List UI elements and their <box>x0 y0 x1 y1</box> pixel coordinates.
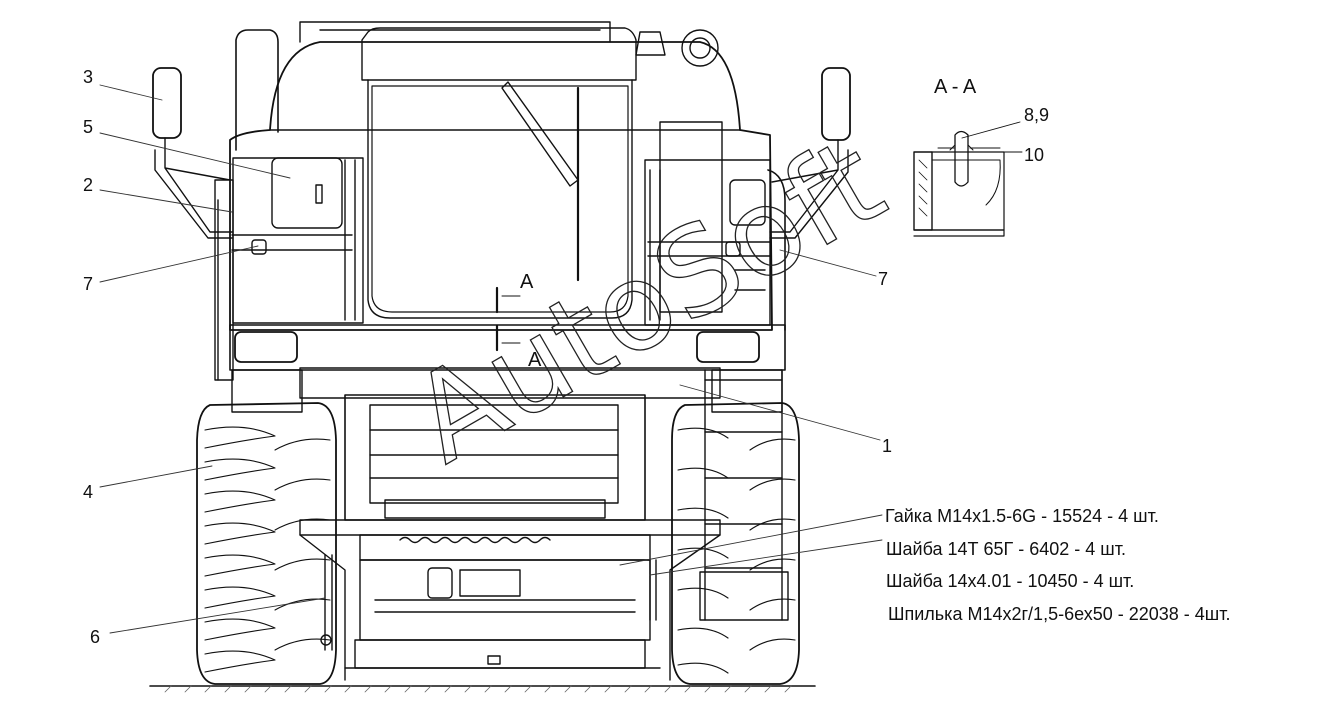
callout-5: 5 <box>83 117 93 137</box>
callout-1: 1 <box>882 436 892 456</box>
section-aa-detail <box>913 121 1023 237</box>
callout-7-left: 7 <box>83 274 93 294</box>
ground-line <box>149 685 816 693</box>
cab <box>361 27 719 319</box>
section-mark-top: A <box>520 271 534 293</box>
left-handrail <box>231 29 356 321</box>
right-handrail <box>647 169 786 331</box>
watermark: AutoSoft <box>390 112 906 490</box>
left-rear-tire <box>196 402 337 685</box>
right-ladder <box>699 369 789 621</box>
section-cut-marks <box>495 286 521 352</box>
section-view-title: A - A <box>934 76 977 98</box>
callout-2: 2 <box>83 175 93 195</box>
right-rear-tire <box>671 402 800 685</box>
section-label-10: 10 <box>1024 145 1044 165</box>
parts-list-item-spring-washer: Шайба 14Т 65Г - 6402 - 4 шт. <box>886 539 1126 559</box>
rear-light-bar <box>229 324 786 413</box>
section-mark-bottom: A <box>528 349 542 371</box>
right-mirror <box>769 67 851 239</box>
callout-7-right: 7 <box>878 269 888 289</box>
callout-leader-lines <box>99 84 883 634</box>
left-mirror <box>152 67 233 239</box>
callout-4: 4 <box>83 482 93 502</box>
parts-list-item-nut: Гайка М14х1.5-6G - 15524 - 4 шт. <box>885 506 1159 526</box>
rear-frame <box>299 367 721 681</box>
callout-6: 6 <box>90 627 100 647</box>
section-label-8-9: 8,9 <box>1024 105 1049 125</box>
parts-list-item-stud: Шпилька М14х2г/1,5-6ех50 - 22038 - 4шт. <box>888 604 1230 624</box>
callout-3: 3 <box>83 67 93 87</box>
parts-list-item-washer: Шайба 14х4.01 - 10450 - 4 шт. <box>886 571 1134 591</box>
